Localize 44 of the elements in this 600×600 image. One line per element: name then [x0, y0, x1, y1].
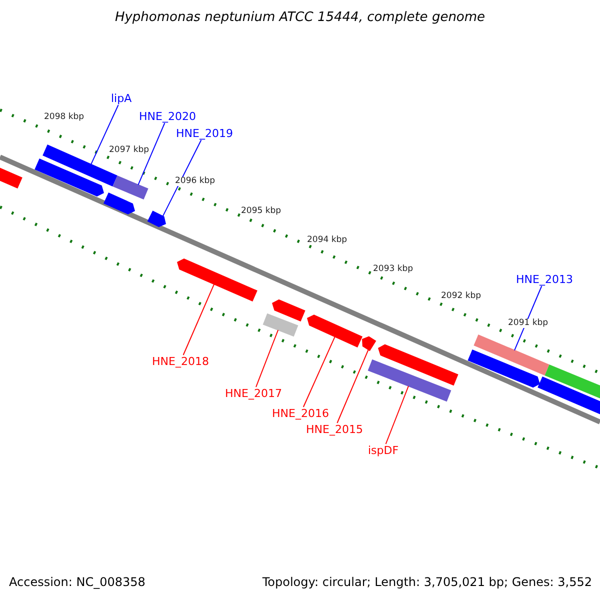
leader-line [182, 284, 215, 356]
gene-label: HNE_2016 [272, 408, 329, 419]
gene-label: ispDF [368, 445, 399, 456]
accession-text: Accession: NC_008358 [9, 576, 146, 588]
scale-label: 2092 kbp [441, 292, 482, 300]
scale-label: 2095 kbp [241, 207, 282, 216]
title: Hyphomonas neptunium ATCC 15444, complete genome [114, 11, 486, 24]
gene-label: lipA [111, 93, 132, 104]
gene-feature [468, 350, 540, 388]
gene-feature [177, 258, 258, 302]
gene-feature [307, 314, 362, 348]
gene-feature [262, 313, 298, 337]
gene-feature [104, 192, 135, 214]
leader-line [514, 286, 542, 351]
leader-line [162, 140, 202, 217]
gene-feature [112, 176, 148, 200]
scale-label: 2091 kbp [508, 319, 548, 328]
genome-info-text: Topology: circular; Length: 3,705,021 bp; Genes: 3,552 [262, 576, 592, 588]
gene-label: HNE_2019 [176, 128, 233, 139]
leader-line [385, 386, 409, 444]
gene-feature [378, 344, 458, 386]
gene-feature [474, 334, 550, 376]
gene-feature [362, 336, 376, 352]
leader-line [138, 122, 166, 186]
scale-label: 2098 kbp [44, 113, 84, 122]
scale-label: 2096 kbp [175, 177, 216, 186]
leader-line [256, 330, 279, 388]
gene-label: HNE_2020 [139, 111, 196, 122]
gene-label: HNE_2015 [306, 424, 363, 435]
leader-line [90, 104, 119, 165]
gene-feature [147, 210, 166, 228]
gene-feature [368, 359, 452, 402]
gene-label: HNE_2018 [152, 356, 209, 367]
gene-label: HNE_2013 [516, 274, 573, 285]
leader-line [302, 336, 336, 408]
gene-feature [538, 376, 600, 416]
gene-label: HNE_2017 [225, 388, 282, 399]
leader-line [336, 349, 369, 424]
gene-feature [34, 158, 104, 196]
scale-label: 2093 kbp [373, 265, 414, 274]
gene-feature [272, 299, 306, 322]
scale-label: 2097 kbp [109, 146, 150, 154]
gene-feature [0, 166, 22, 188]
scale-label: 2094 kbp [307, 236, 348, 244]
